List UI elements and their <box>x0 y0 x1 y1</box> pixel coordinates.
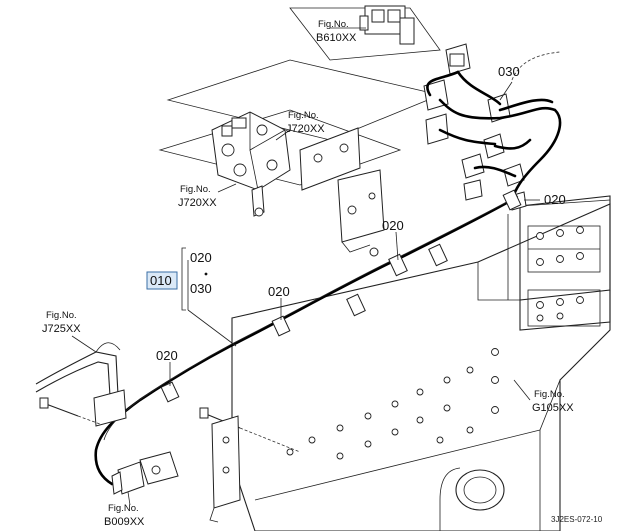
bottom-connector <box>111 451 179 495</box>
figref-j725-prefix: Fig.No. <box>46 310 77 321</box>
callout-020-left[interactable]: 020 <box>156 348 178 363</box>
group-callout-020[interactable]: 020 <box>190 250 212 265</box>
drawing-code: 3J2ES-072-10 <box>551 515 603 524</box>
figref-j720-left[interactable]: Fig.No. J720XX <box>178 184 217 209</box>
figref-b009-prefix: Fig.No. <box>108 503 139 514</box>
figref-b009-code: B009XX <box>104 516 145 528</box>
callout-010-text: 010 <box>150 273 172 288</box>
figref-j725-code: J725XX <box>42 323 81 335</box>
figref-j720-upper-prefix: Fig.No. <box>288 110 319 121</box>
callout-010[interactable]: 010 <box>146 271 178 290</box>
figref-g105-prefix: Fig.No. <box>534 389 565 400</box>
figref-b610-code: B610XX <box>316 32 357 44</box>
figref-b009[interactable]: Fig.No. B009XX <box>104 503 145 528</box>
figref-b610-prefix: Fig.No. <box>318 19 349 30</box>
group-callout: 020 030 <box>181 247 212 311</box>
lower-bracket <box>209 415 241 523</box>
sensor-cluster <box>423 43 527 211</box>
mounting-plate <box>299 127 385 257</box>
callout-020-center[interactable]: 020 <box>382 218 404 233</box>
figref-j725[interactable]: Fig.No. J725XX <box>42 310 81 335</box>
figref-b610[interactable]: Fig.No. B610XX <box>316 19 357 44</box>
callout-020-right[interactable]: 020 <box>544 192 566 207</box>
figref-g105[interactable]: Fig.No. G105XX <box>532 389 574 414</box>
figref-j720-upper-code: J720XX <box>286 123 325 135</box>
figref-j720-left-prefix: Fig.No. <box>180 184 211 195</box>
group-callout-030[interactable]: 030 <box>190 281 212 296</box>
figref-g105-code: G105XX <box>532 402 574 414</box>
valve-block <box>211 111 291 217</box>
group-callout-dot <box>204 272 208 276</box>
callout-010-highlight <box>146 271 178 290</box>
callout-020-mid[interactable]: 020 <box>268 284 290 299</box>
figref-j720-upper[interactable]: Fig.No. J720XX <box>286 110 325 135</box>
leader-lines <box>71 27 561 506</box>
callout-030-top[interactable]: 030 <box>498 64 520 79</box>
upper-harness-branches <box>426 70 562 202</box>
figref-j720-left-code: J720XX <box>178 197 217 209</box>
